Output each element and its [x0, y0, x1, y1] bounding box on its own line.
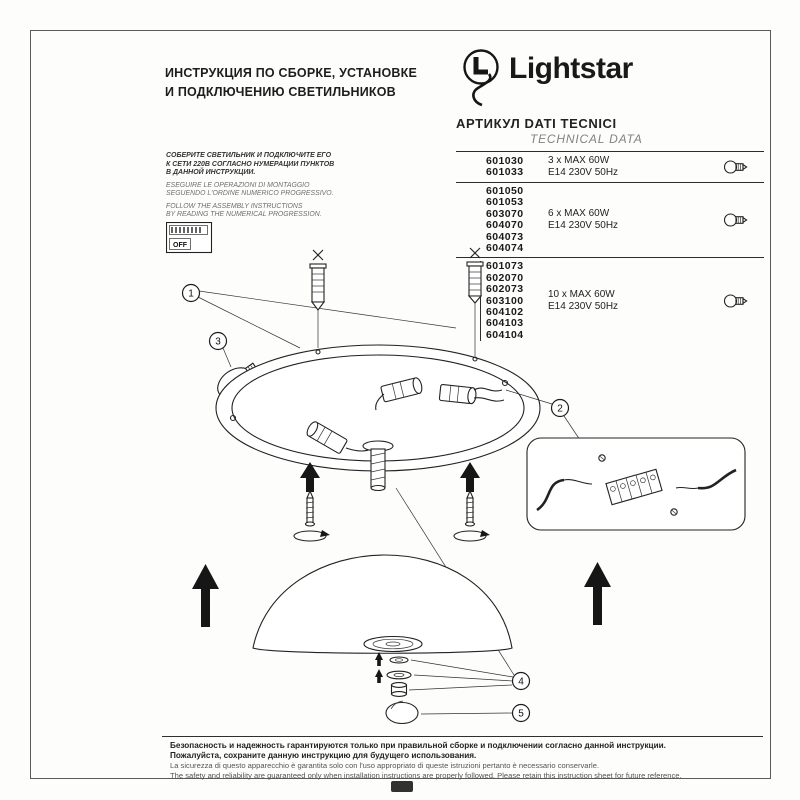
- note-english: FOLLOW THE ASSEMBLY INSTRUCTIONS BY READ…: [166, 202, 322, 218]
- svg-text:4: 4: [518, 677, 524, 688]
- article-number: 603070: [486, 207, 524, 220]
- article-number: 601033: [486, 166, 524, 178]
- lift-arrow-right: [584, 562, 611, 625]
- footer-russian-1: Безопасность и надежность гарантируются …: [170, 741, 666, 750]
- svg-text:5: 5: [518, 709, 524, 720]
- article-number: 601050: [486, 185, 524, 197]
- article-list: 601050 601053 603070 604070 604073 60407…: [486, 185, 542, 255]
- lamp-wattage: 10 x MAX 60W: [548, 289, 615, 301]
- fastener-stack: [375, 652, 419, 725]
- tech-heading-secondary: TECHNICAL DATA: [530, 132, 643, 146]
- page-border: [30, 30, 771, 779]
- glass-diffuser: [252, 554, 513, 654]
- note-russian: СОБЕРИТЕ СВЕТИЛЬНИК И ПОДКЛЮЧИТЕ ЕГО К С…: [166, 152, 335, 177]
- article-number: 604102: [486, 306, 524, 319]
- callout-2: 2: [505, 389, 581, 441]
- article-table: 601030 601033 3 x MAX 60W E14 230V 50Hz: [456, 151, 764, 344]
- lamp-socket-left: [306, 421, 348, 454]
- article-number: 602073: [486, 283, 524, 296]
- wall-anchor-right: [466, 247, 484, 356]
- footer-divider: [162, 736, 763, 737]
- lamp-voltage: E14 230V 50Hz: [548, 167, 619, 178]
- callout-3: 3: [208, 331, 232, 368]
- article-number: 601030: [486, 154, 524, 167]
- footer-italian: La sicurezza di questo apparecchio è gar…: [170, 761, 600, 771]
- article-number: 601053: [486, 196, 524, 209]
- center-stud: [362, 440, 394, 492]
- article-number: 603100: [486, 294, 524, 307]
- lamp-spec: 6 x MAX 60W E14 230V 50Hz: [548, 208, 660, 232]
- lamp-socket-center: [380, 377, 423, 403]
- footer-notes: Безопасность и надежность гарантируются …: [170, 741, 764, 780]
- article-number: 604103: [486, 317, 524, 330]
- callout-5: 5: [420, 703, 531, 723]
- washer-large: [386, 670, 412, 680]
- article-number: 604070: [486, 219, 524, 232]
- lift-arrow-left: [192, 564, 219, 627]
- technical-data-section: АРТИКУЛ DATI TECNICI TECHNICAL DATA 6010…: [456, 116, 764, 344]
- footer-russian-2: Пожалуйста, сохраните данную инструкцию …: [170, 750, 477, 760]
- article-group-1: 601030 601033 3 x MAX 60W E14 230V 50Hz: [456, 152, 764, 183]
- power-off-icon: OFF: [166, 222, 213, 254]
- assembly-diagram: 1: [181, 247, 746, 725]
- callout-1: 1: [181, 283, 457, 349]
- callout-4: 4: [408, 659, 531, 691]
- article-group-2: 601050 601053 603070 604070 604073 60407…: [456, 183, 764, 259]
- wiring-detail-inset: [526, 437, 746, 531]
- lamp-voltage: E14 230V 50Hz: [548, 220, 619, 232]
- bulb-icon: [723, 160, 748, 174]
- lamp-spec: 10 x MAX 60W E14 230V 50Hz: [548, 289, 660, 313]
- note-italian: ESEGUIRE LE OPERAZIONI DI MONTAGGIO SEGU…: [166, 181, 334, 198]
- svg-text:2: 2: [557, 404, 563, 415]
- washer: [389, 656, 409, 664]
- lamp-socket-right: [438, 384, 477, 405]
- svg-text:1: 1: [188, 289, 194, 300]
- assembly-instructions-note: СОБЕРИТЕ СВЕТИЛЬНИК И ПОДКЛЮЧИТЕ ЕГО К С…: [166, 152, 346, 219]
- lightstar-logo-icon: [463, 49, 499, 107]
- tech-heading-primary: АРТИКУЛ DATI TECNICI: [456, 116, 617, 131]
- brand-logo: Lightstar: [455, 44, 633, 108]
- article-number: 604074: [486, 242, 524, 255]
- wall-anchor-left: [309, 249, 327, 348]
- brand-name: Lightstar: [509, 52, 633, 85]
- lamp-spec: 3 x MAX 60W E14 230V 50Hz: [548, 155, 660, 179]
- finial-ball: [385, 701, 419, 725]
- page-title: ИНСТРУКЦИЯ ПО СБОРКЕ, УСТАНОВКЕ И ПОДКЛЮ…: [165, 66, 417, 99]
- bulb-icon: [723, 213, 748, 227]
- off-label: OFF: [173, 242, 188, 249]
- article-group-3: 601073 602070 602073 603100 604102 60410…: [456, 258, 764, 344]
- article-list: 601073 602070 602073 603100 604102 60410…: [480, 260, 542, 342]
- article-list: 601030 601033: [486, 154, 542, 179]
- bulb-icon: [723, 294, 748, 308]
- article-number: 604104: [486, 328, 524, 341]
- article-number: 602070: [486, 271, 524, 284]
- footer-english: The safety and reliability are guarantee…: [170, 771, 682, 781]
- mounting-screw-right: [453, 462, 490, 542]
- article-number: 601073: [486, 260, 524, 273]
- svg-text:3: 3: [215, 337, 221, 348]
- mounting-screw-left: [293, 462, 330, 542]
- lamp-voltage: E14 230V 50Hz: [548, 301, 619, 313]
- registration-mark: [391, 781, 413, 792]
- article-number: 604073: [486, 230, 524, 243]
- lamp-wattage: 6 x MAX 60W: [548, 208, 610, 220]
- lamp-wattage: 3 x MAX 60W: [548, 155, 610, 166]
